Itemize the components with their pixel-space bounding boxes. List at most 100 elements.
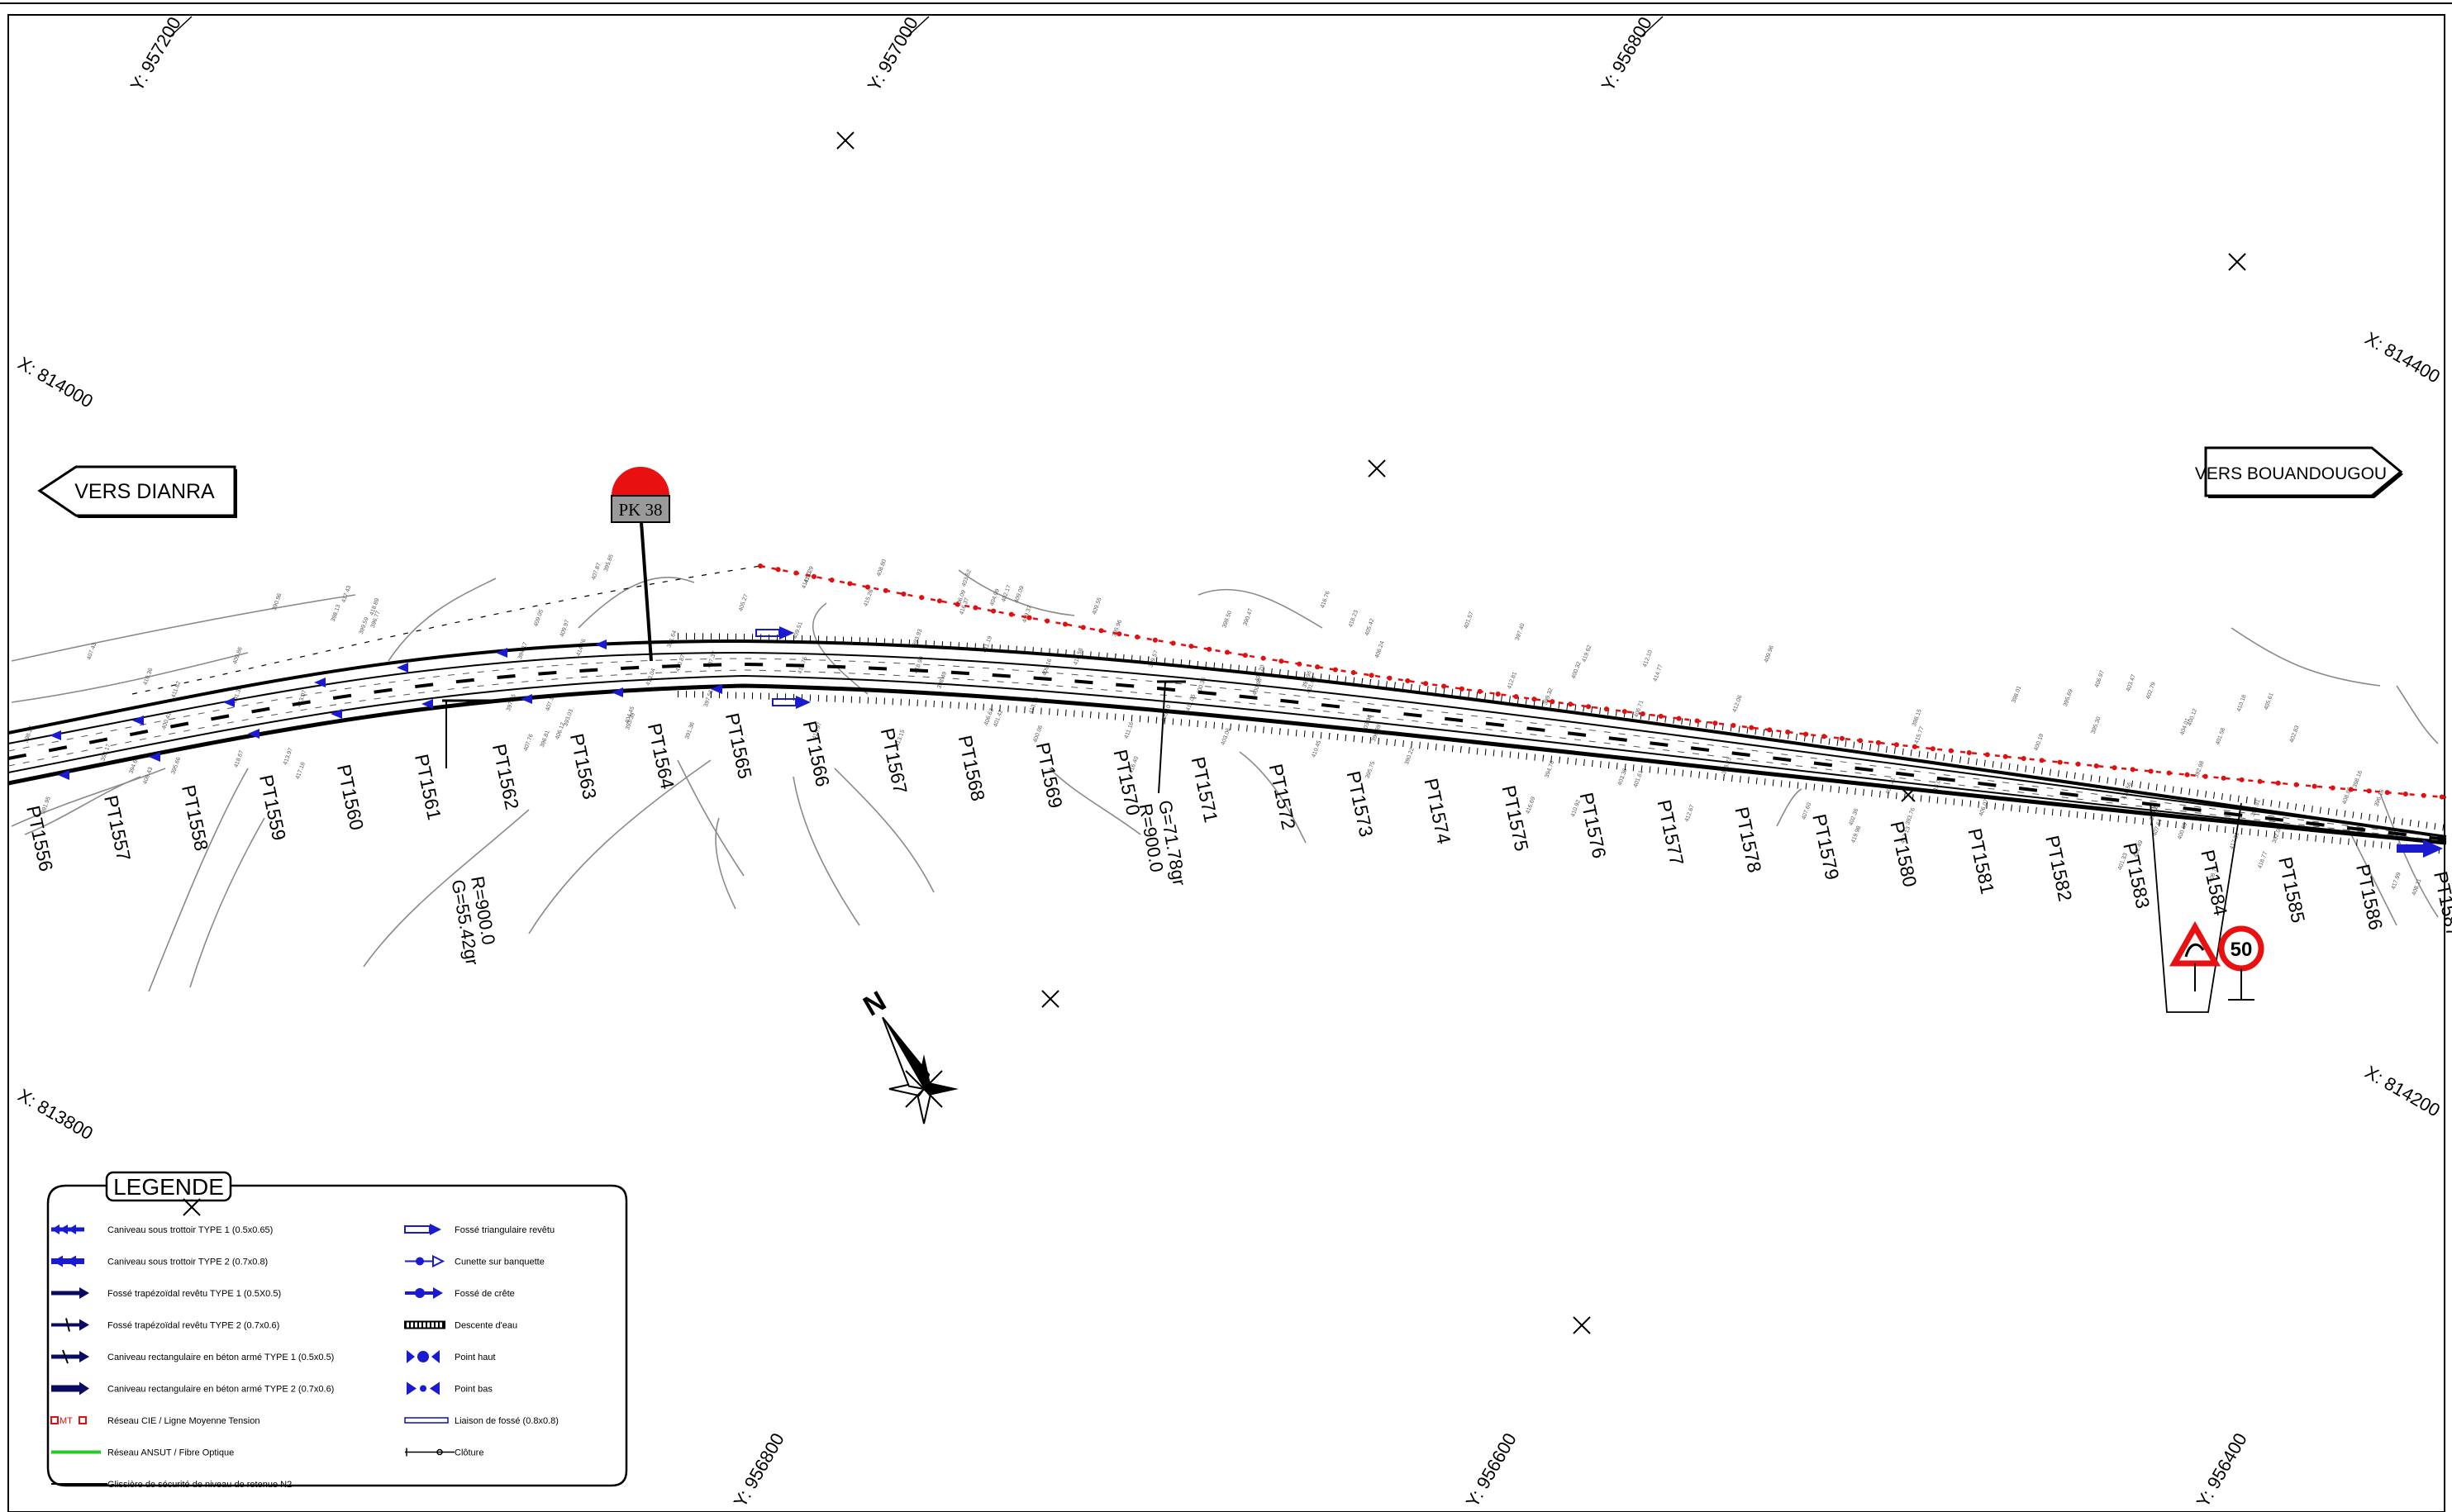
legend-panel: LEGENDE Caniveau sous trottoir TYPE 1 (0… bbox=[46, 1171, 628, 1490]
svg-text:398.49: 398.49 bbox=[936, 671, 948, 690]
legend-item-label: Liaison de fossé (0.8x0.8) bbox=[455, 1416, 559, 1426]
station-label: PT1583 bbox=[2119, 841, 2154, 911]
legend-item-label: Fossé triangulaire revêtu bbox=[455, 1225, 555, 1235]
drainage-arrows bbox=[755, 626, 2443, 858]
fosse-trapezoidal-1-icon bbox=[51, 1287, 89, 1299]
legend-item: Cunette sur banquette bbox=[405, 1254, 545, 1268]
legend-item-label: Glissière de sécurité de niveau de reten… bbox=[107, 1480, 292, 1490]
svg-text:406.24: 406.24 bbox=[1374, 640, 1386, 659]
svg-text:409.05: 409.05 bbox=[533, 609, 545, 628]
svg-text:411.16: 411.16 bbox=[1124, 721, 1136, 739]
svg-text:407.87: 407.87 bbox=[591, 562, 602, 581]
svg-text:N: N bbox=[858, 985, 891, 1022]
reseau-cie-icon: MT bbox=[50, 1416, 87, 1426]
svg-text:395.75: 395.75 bbox=[1365, 761, 1377, 780]
legend-item: Fossé triangulaire revêtu bbox=[404, 1224, 555, 1235]
station-label: PT1576 bbox=[1575, 791, 1610, 860]
svg-text:400.32: 400.32 bbox=[1571, 661, 1583, 680]
liaison-fosse-icon bbox=[404, 1417, 449, 1424]
grid-y-bottom-3: Y: 956400 bbox=[2193, 1429, 2251, 1510]
svg-text:397.45: 397.45 bbox=[506, 693, 517, 712]
svg-text:416.69: 416.69 bbox=[1525, 796, 1536, 815]
station-label: PT1559 bbox=[255, 773, 290, 842]
station-label: PT1558 bbox=[178, 783, 212, 853]
station-label: PT1578 bbox=[1731, 805, 1765, 874]
direction-label-right: VERS BOUANDOUGOU bbox=[2195, 464, 2387, 483]
svg-text:398.01: 398.01 bbox=[2012, 685, 2023, 704]
legend-item: Fossé trapézoïdal revêtu TYPE 2 (0.7x0.6… bbox=[51, 1318, 279, 1332]
svg-text:402.79: 402.79 bbox=[2145, 682, 2157, 701]
svg-text:405.61: 405.61 bbox=[2264, 692, 2275, 711]
fosse-trapezoidal-2-icon bbox=[51, 1318, 89, 1332]
cloture-icon bbox=[405, 1448, 455, 1457]
legend-item: Caniveau sous trottoir TYPE 2 (0.7x0.8) bbox=[51, 1255, 268, 1267]
station-label: PT1580 bbox=[1886, 820, 1921, 889]
direction-sign-right: VERS BOUANDOUGOU bbox=[2195, 446, 2403, 498]
svg-text:409.55: 409.55 bbox=[1092, 597, 1103, 616]
svg-text:403.06: 403.06 bbox=[1221, 727, 1232, 746]
svg-text:397.56: 397.56 bbox=[703, 689, 715, 708]
station-label: PT1577 bbox=[1653, 798, 1688, 868]
power-line bbox=[131, 563, 2449, 800]
station-label: PT1565 bbox=[721, 711, 756, 781]
descente-eau-icon bbox=[404, 1320, 445, 1329]
svg-text:393.23: 393.23 bbox=[1721, 757, 1733, 776]
svg-text:401.57: 401.57 bbox=[1464, 611, 1475, 630]
svg-text:416.76: 416.76 bbox=[1320, 591, 1331, 610]
svg-text:412.06: 412.06 bbox=[1732, 695, 1744, 714]
legend-item-label: Clôture bbox=[455, 1448, 483, 1458]
svg-text:400.12: 400.12 bbox=[2187, 708, 2198, 727]
svg-text:414.26: 414.26 bbox=[576, 638, 588, 657]
caniveau-type2-icon bbox=[51, 1255, 84, 1267]
svg-text:408.80: 408.80 bbox=[876, 559, 888, 578]
svg-text:410.87: 410.87 bbox=[675, 654, 687, 673]
legend-item: Fossé trapézoïdal revêtu TYPE 1 (0.5X0.5… bbox=[51, 1287, 281, 1299]
svg-text:417.43: 417.43 bbox=[340, 585, 352, 604]
svg-text:410.36: 410.36 bbox=[143, 668, 155, 687]
station-label: PT1556 bbox=[22, 804, 57, 873]
caniveau-rect-1-icon bbox=[51, 1349, 89, 1364]
svg-text:394.76: 394.76 bbox=[1544, 760, 1555, 779]
grid-y-top-2: Y: 957000 bbox=[864, 13, 922, 94]
road-signs: 50 bbox=[2150, 802, 2264, 1013]
svg-text:395.66: 395.66 bbox=[170, 756, 182, 775]
station-label: PT1582 bbox=[2041, 834, 2076, 903]
station-label: PT1560 bbox=[333, 763, 368, 832]
svg-text:409.37: 409.37 bbox=[1021, 605, 1033, 624]
station-label: PT1557 bbox=[100, 793, 135, 863]
legend-item: Clôture bbox=[405, 1448, 483, 1458]
curve-annotation-1: R=900.0 G=55.42gr bbox=[442, 699, 499, 967]
svg-text:398.50: 398.50 bbox=[1221, 610, 1233, 629]
station-label: PT1573 bbox=[1343, 769, 1378, 839]
point-bas-icon bbox=[407, 1381, 440, 1396]
legend-item: Point bas bbox=[407, 1381, 493, 1396]
legend-item-label: Caniveau sous trottoir TYPE 1 (0.5x0.65) bbox=[107, 1225, 273, 1235]
legend-item: Glissière de sécurité de niveau de reten… bbox=[51, 1480, 292, 1490]
svg-text:406.07: 406.07 bbox=[1978, 798, 1990, 817]
grid-y-top-1: Y: 957200 bbox=[126, 13, 185, 94]
drawing-frame bbox=[7, 14, 2445, 1512]
svg-text:417.18: 417.18 bbox=[295, 762, 307, 781]
legend-item: Fossé de crête bbox=[405, 1287, 515, 1299]
svg-text:402.36: 402.36 bbox=[1848, 808, 1859, 827]
station-label: PT1563 bbox=[566, 732, 601, 801]
svg-text:418.67: 418.67 bbox=[233, 749, 245, 768]
direction-sign-left: VERS DIANRA bbox=[37, 465, 237, 518]
svg-text:410.45: 410.45 bbox=[1311, 739, 1322, 758]
svg-text:390.22: 390.22 bbox=[1404, 747, 1416, 766]
legend-item-label: Descente d'eau bbox=[455, 1321, 517, 1331]
legend-item-label: Fossé trapézoïdal revêtu TYPE 1 (0.5X0.5… bbox=[107, 1289, 281, 1299]
svg-text:410.18: 410.18 bbox=[2236, 694, 2248, 713]
svg-text:396.81: 396.81 bbox=[540, 730, 551, 749]
svg-text:419.62: 419.62 bbox=[1582, 644, 1593, 663]
svg-text:401.61: 401.61 bbox=[1633, 770, 1645, 789]
caniveau-type1-icon bbox=[51, 1224, 84, 1234]
legend-item-label: Caniveau sous trottoir TYPE 2 (0.7x0.8) bbox=[107, 1258, 268, 1267]
legend-item: Caniveau rectangulaire en béton armé TYP… bbox=[51, 1381, 334, 1396]
fosse-crete-icon bbox=[405, 1287, 443, 1299]
svg-text:391.36: 391.36 bbox=[684, 721, 696, 740]
svg-text:418.23: 418.23 bbox=[1348, 610, 1359, 629]
